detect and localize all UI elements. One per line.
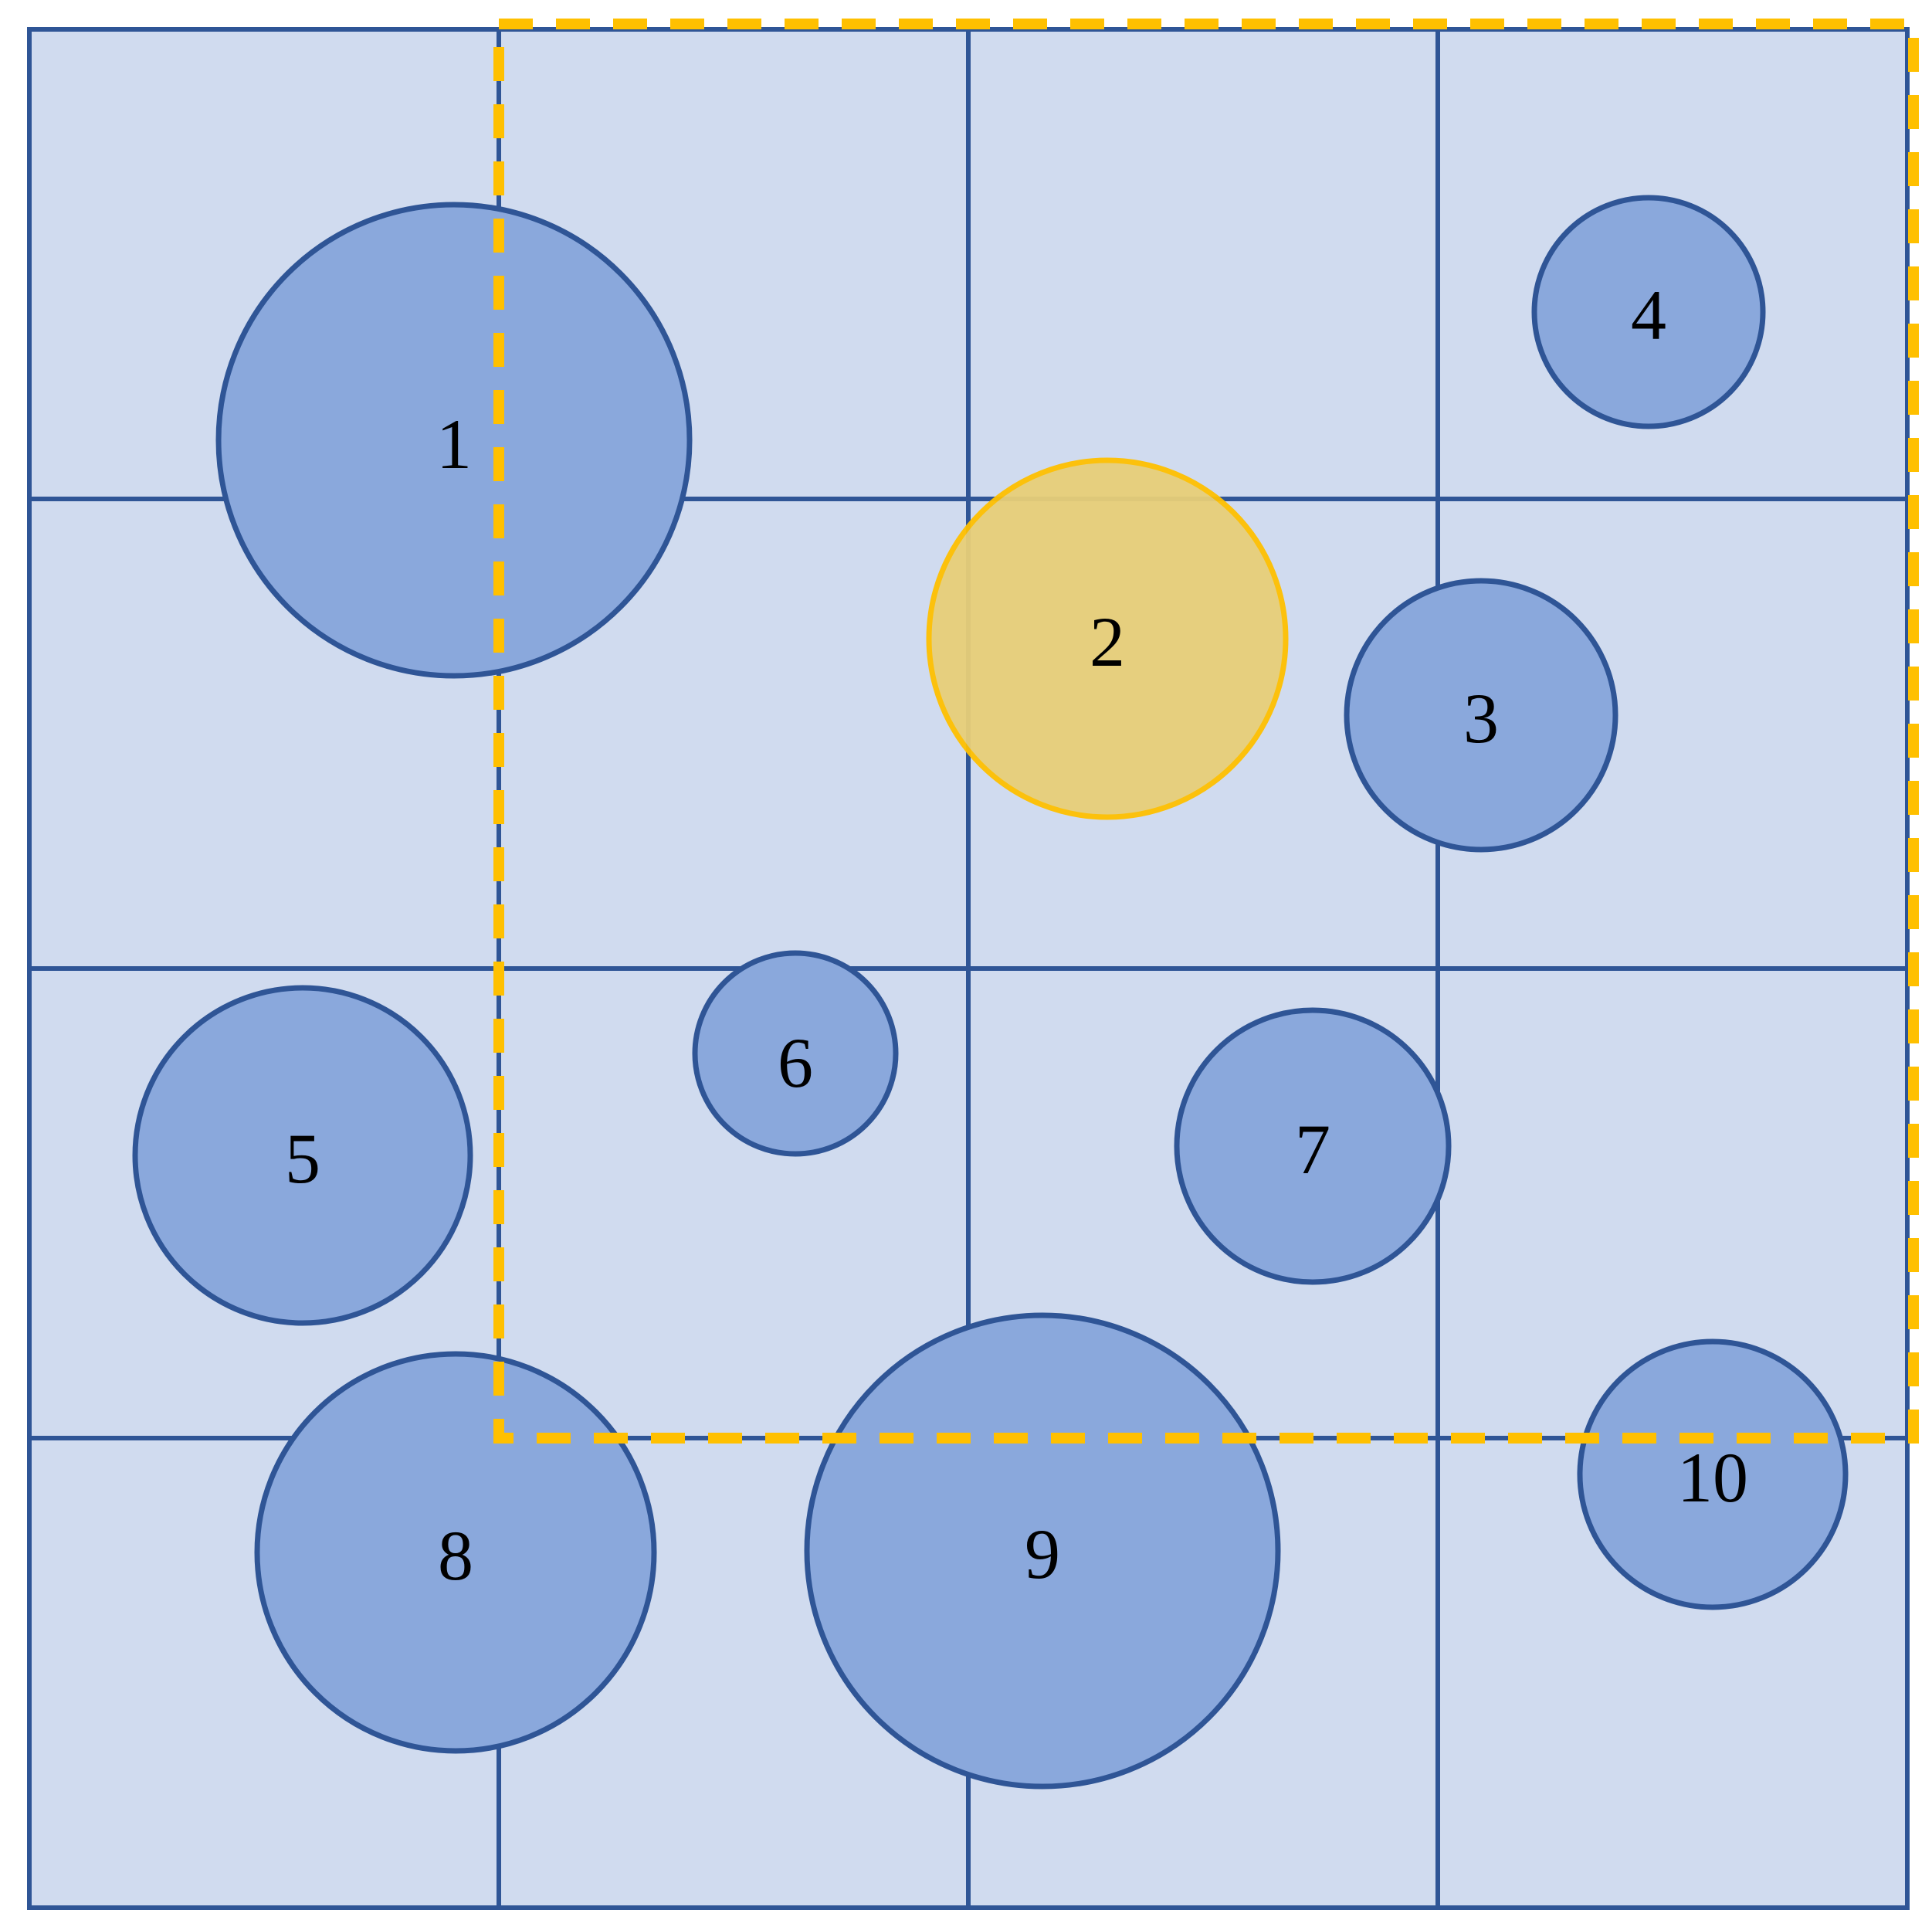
circle-9-label: 9	[1025, 1515, 1060, 1593]
circle-7-label: 7	[1295, 1110, 1330, 1189]
circle-5: 5	[132, 985, 473, 1326]
circle-8: 8	[254, 1351, 657, 1754]
circle-1-shape	[215, 202, 693, 679]
circle-8-label: 8	[438, 1516, 473, 1595]
circle-2-label: 2	[1090, 602, 1125, 681]
circle-10-shape	[1577, 1338, 1849, 1610]
circle-2-highlighted: 2	[926, 457, 1289, 820]
circle-2-shape	[926, 457, 1289, 820]
circle-5-label: 5	[285, 1119, 320, 1198]
selection-region	[493, 19, 1919, 1444]
circle-3: 3	[1344, 578, 1618, 853]
circle-7: 7	[1174, 1007, 1452, 1285]
circle-1-label: 1	[436, 405, 472, 483]
circle-4-shape	[1531, 195, 1766, 429]
circle-9-shape	[804, 1312, 1281, 1790]
circle-7-shape	[1174, 1007, 1452, 1285]
circle-3-label: 3	[1463, 679, 1499, 758]
circle-4-label: 4	[1631, 276, 1666, 355]
circle-9: 9	[804, 1312, 1281, 1790]
circle-5-shape	[132, 985, 473, 1326]
circle-4: 4	[1531, 195, 1766, 429]
circle-10-label: 10	[1677, 1438, 1748, 1517]
circle-6-label: 6	[778, 1023, 813, 1102]
circle-3-shape	[1344, 578, 1618, 853]
circle-6: 6	[692, 950, 899, 1157]
circles: 1 4 3 5 6 7 8 9	[132, 195, 1849, 1790]
circle-1: 1	[215, 202, 693, 679]
circle-8-shape	[254, 1351, 657, 1754]
circle-6-shape	[692, 950, 899, 1157]
circle-10: 10	[1577, 1338, 1849, 1610]
